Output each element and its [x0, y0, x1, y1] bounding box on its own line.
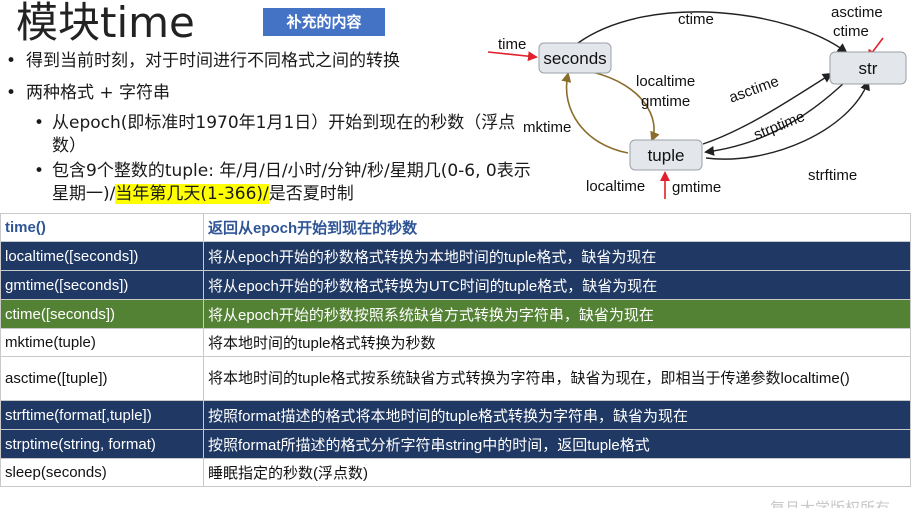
table-row: gmtime([seconds])将从epoch开始的秒数格式转换为UTC时间的…	[0, 270, 911, 300]
localtime-gmtime-arrow	[591, 71, 660, 142]
function-cell: mktime(tuple)	[0, 328, 204, 357]
edge-label-mktime: mktime	[523, 119, 571, 136]
edge-label-localtime-bottom: localtime	[586, 178, 645, 195]
sub-bullet-item: • 从epoch(即标准时1970年1月1日）开始到现在的秒数（浮点数）	[34, 112, 522, 158]
description-cell: 按照format所描述的格式分析字符串string中的时间，返回tuple格式	[203, 429, 911, 459]
str-node	[829, 51, 907, 85]
mktime-arrow	[561, 72, 629, 154]
supplement-badge: 补充的内容	[263, 8, 385, 36]
bullet-dot-icon: •	[6, 83, 17, 103]
str-node-label: str	[859, 59, 878, 78]
seconds-node	[538, 42, 612, 74]
seconds-node-label: seconds	[543, 49, 606, 68]
description-cell: 将本地时间的tuple格式按系统缺省方式转换为字符串，缺省为现在，即相当于传递参…	[203, 356, 911, 401]
description-cell: 返回从epoch开始到现在的秒数	[203, 213, 911, 242]
page-title: 模块time	[16, 0, 195, 47]
description-cell: 将本地时间的tuple格式转换为秒数	[203, 328, 911, 357]
bullet-dot-icon: •	[6, 51, 17, 71]
function-cell: strptime(string, format)	[0, 429, 204, 459]
strftime-arrow	[705, 80, 870, 160]
description-cell: 将从epoch开始的秒数格式转换为UTC时间的tuple格式，缺省为现在	[203, 270, 911, 300]
bullet-dot-icon: •	[34, 113, 45, 133]
bullet-dot-icon: •	[34, 161, 45, 181]
copyright-watermark: 复旦大学版权所有	[770, 499, 891, 508]
edge-label-localtime: localtime	[636, 73, 695, 90]
description-cell: 将从epoch开始的秒数按照系统缺省方式转换为字符串，缺省为现在	[203, 299, 911, 329]
bullet-text: 得到当前时刻，对于时间进行不同格式之间的转换	[26, 51, 400, 71]
bullet-item: • 两种格式 + 字符串	[6, 82, 170, 105]
edge-label-asctime: asctime	[727, 73, 781, 107]
edge-label-time: time	[498, 36, 526, 53]
description-cell: 按照format描述的格式将本地时间的tuple格式转换为字符串，缺省为现在	[203, 400, 911, 430]
description-cell: 将从epoch开始的秒数格式转换为本地时间的tuple格式，缺省为现在	[203, 241, 911, 271]
asctime-arrow	[702, 72, 833, 145]
function-cell: sleep(seconds)	[0, 458, 204, 487]
sub-bullet-text: 是否夏时制	[268, 184, 354, 204]
bullet-text: 两种格式 + 字符串	[26, 83, 171, 103]
tuple-node	[629, 139, 703, 171]
edge-label-strptime: strptime	[751, 108, 807, 144]
table-row: localtime([seconds])将从epoch开始的秒数格式转换为本地时…	[0, 241, 911, 271]
tuple-node-label: tuple	[648, 146, 685, 165]
edge-label-ctime-top: ctime	[833, 23, 869, 40]
description-cell: 睡眠指定的秒数(浮点数)	[203, 458, 911, 487]
table-row: ctime([seconds])将从epoch开始的秒数按照系统缺省方式转换为字…	[0, 299, 911, 329]
edge-label-asctime-top: asctime	[831, 4, 883, 21]
function-cell: ctime([seconds])	[0, 299, 204, 329]
highlighted-text: 当年第几天(1-366)/	[115, 184, 269, 204]
function-cell: localtime([seconds])	[0, 241, 204, 271]
edge-label-ctime: ctime	[678, 11, 714, 28]
function-cell: asctime([tuple])	[0, 356, 204, 401]
strptime-arrow	[704, 80, 847, 156]
table-row: time()返回从epoch开始到现在的秒数	[0, 213, 911, 242]
table-row: strftime(format[,tuple])按照format描述的格式将本地…	[0, 400, 911, 430]
table-row: mktime(tuple)将本地时间的tuple格式转换为秒数	[0, 328, 911, 357]
table-row: sleep(seconds)睡眠指定的秒数(浮点数)	[0, 458, 911, 487]
function-cell: strftime(format[,tuple])	[0, 400, 204, 430]
edge-label-gmtime-bottom: gmtime	[672, 179, 721, 196]
sub-bullet-item: • 包含9个整数的tuple: 年/月/日/小时/分钟/秒/星期几(0-6, 0…	[34, 160, 532, 206]
sub-bullet-text: 包含9个整数的tuple: 年/月/日/小时/分钟/秒/星期几(0-6, 0表示…	[52, 161, 531, 204]
table-row: asctime([tuple])将本地时间的tuple格式按系统缺省方式转换为字…	[0, 356, 911, 401]
bullet-item: • 得到当前时刻，对于时间进行不同格式之间的转换	[6, 50, 400, 73]
edge-label-strftime: strftime	[808, 167, 857, 184]
ctime-arrow	[577, 11, 848, 54]
function-cell: time()	[0, 213, 204, 242]
sub-bullet-text: 从epoch(即标准时1970年1月1日）开始到现在的秒数（浮点数）	[52, 113, 516, 156]
table-row: strptime(string, format)按照format所描述的格式分析…	[0, 429, 911, 459]
time-conversion-diagram: seconds str tuple time ctime asctime cti…	[487, 4, 907, 199]
time-arrow	[487, 51, 538, 62]
function-cell: gmtime([seconds])	[0, 270, 204, 300]
edge-label-gmtime: gmtime	[641, 93, 690, 110]
